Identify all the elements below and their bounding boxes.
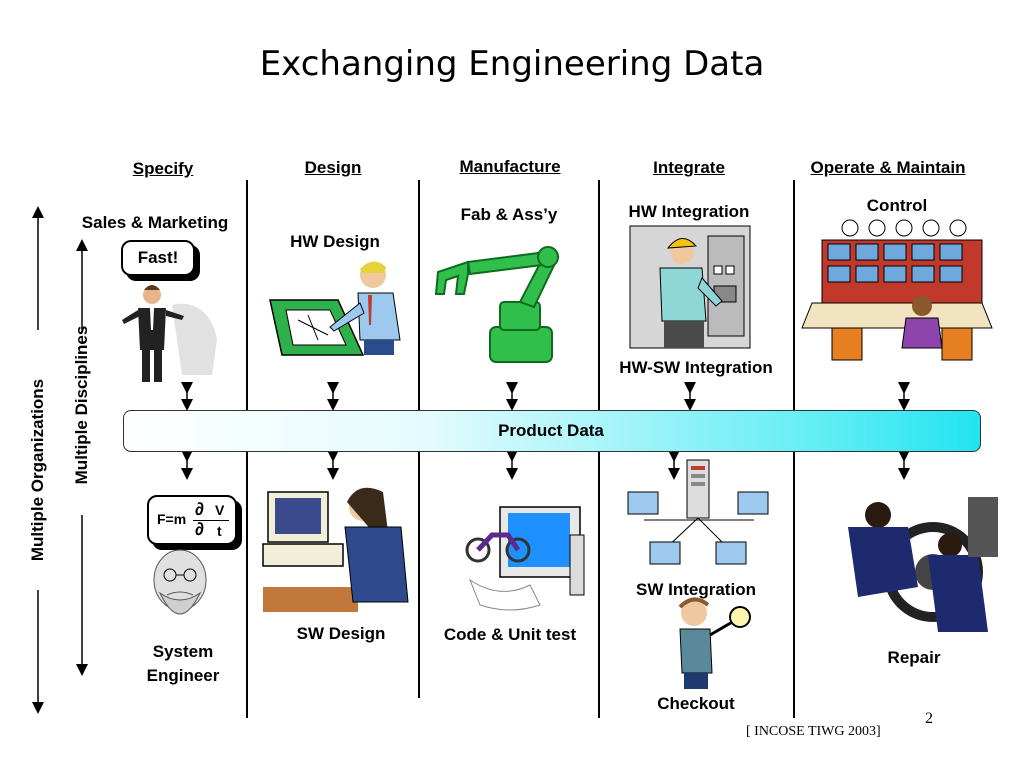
- phase-specify: Specify: [132, 159, 194, 178]
- control-room-icon: [801, 219, 993, 361]
- formula-v: V: [215, 502, 225, 518]
- computer-user-figure: [262, 487, 409, 612]
- product-data-band: [123, 410, 981, 452]
- network-icon: [627, 459, 769, 565]
- label-system-engineer-line2: Engineer: [146, 666, 220, 685]
- label-sales-marketing: Sales & Marketing: [81, 213, 229, 232]
- label-control: Control: [866, 196, 928, 215]
- bubble-text-fast: Fast!: [137, 248, 179, 267]
- citation: [ INCOSE TIWG 2003]: [746, 724, 881, 739]
- label-checkout: Checkout: [657, 694, 735, 713]
- label-code-unit-test: Code & Unit test: [443, 625, 577, 644]
- robot-arm-icon: [434, 246, 560, 363]
- repair-workers-icon: [818, 497, 998, 639]
- phase-manufacture: Manufacture: [459, 157, 561, 176]
- label-fab-assy: Fab & Ass’y: [460, 205, 558, 224]
- label-sw-design: SW Design: [296, 624, 386, 643]
- label-hw-sw-integration: HW-SW Integration: [619, 358, 773, 377]
- label-hw-integration: HW Integration: [628, 202, 750, 221]
- label-sw-integration: SW Integration: [636, 580, 756, 599]
- inspector-figure: [678, 597, 751, 689]
- salesman-figure: [122, 285, 217, 382]
- label-system-engineer-line1: System: [152, 642, 214, 661]
- designer-figure: [269, 261, 401, 356]
- speech-bubble: Fast!: [121, 240, 195, 276]
- technician-figure: [629, 225, 751, 349]
- system-engineer-figure: [153, 549, 207, 615]
- fraction-bar: [193, 520, 229, 521]
- slide-number: 2: [925, 710, 933, 727]
- motorcycle-monitor-icon: [465, 506, 585, 611]
- formula-bubble: F=m ∂ V ∂ t: [147, 495, 237, 545]
- formula-t: t: [217, 523, 222, 539]
- phase-operate-maintain: Operate & Maintain: [810, 158, 966, 177]
- data-flow-arrows: [181, 382, 910, 480]
- axis-label-disciplines: Multiple Disciplines: [72, 325, 91, 485]
- formula-partial-bottom: ∂: [195, 519, 204, 539]
- axis-label-organizations: Multiple Organizations: [28, 378, 47, 562]
- label-hw-design: HW Design: [290, 232, 380, 251]
- formula-partial-top: ∂: [195, 499, 204, 519]
- label-repair: Repair: [887, 648, 941, 667]
- phase-design: Design: [304, 158, 362, 177]
- phase-integrate: Integrate: [653, 158, 725, 177]
- product-data-label: Product Data: [498, 421, 604, 440]
- formula-lhs: F=m: [157, 511, 187, 527]
- page-title: Exchanging Engineering Data: [259, 44, 765, 84]
